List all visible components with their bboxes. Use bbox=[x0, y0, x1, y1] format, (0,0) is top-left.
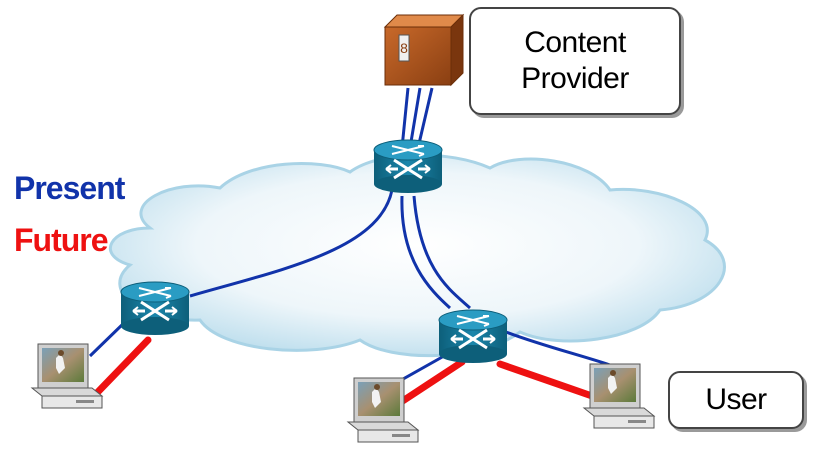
future-right bbox=[496, 360, 596, 400]
link-core-left bbox=[189, 189, 394, 298]
user-label-text: User bbox=[705, 383, 767, 416]
content-provider-label: Content Provider bbox=[469, 7, 681, 115]
network-cloud bbox=[108, 153, 726, 358]
user-label: User bbox=[668, 371, 804, 429]
server-link-3 bbox=[416, 87, 434, 149]
link-left-pc bbox=[88, 320, 127, 358]
router-icon-core bbox=[372, 138, 444, 195]
router-icon-left bbox=[119, 280, 191, 337]
legend-future: Future bbox=[14, 222, 109, 258]
content-provider-line2: Provider bbox=[521, 62, 629, 95]
computer-icon-right bbox=[583, 363, 655, 429]
legend-present: Present bbox=[14, 170, 125, 206]
content-provider-line1: Content bbox=[524, 26, 626, 59]
svg-text:8: 8 bbox=[400, 40, 408, 56]
present-links bbox=[88, 87, 611, 394]
future-links bbox=[90, 336, 596, 412]
link-core-right-1 bbox=[400, 195, 452, 310]
server-link-1 bbox=[400, 87, 410, 149]
future-left bbox=[90, 336, 152, 400]
server-link-2 bbox=[408, 87, 422, 149]
link-core-right-2 bbox=[412, 195, 472, 310]
router-icon-right bbox=[437, 308, 509, 365]
computer-icon-middle bbox=[347, 377, 419, 443]
server-icon: 8 bbox=[383, 13, 465, 87]
link-right-user bbox=[505, 330, 611, 367]
